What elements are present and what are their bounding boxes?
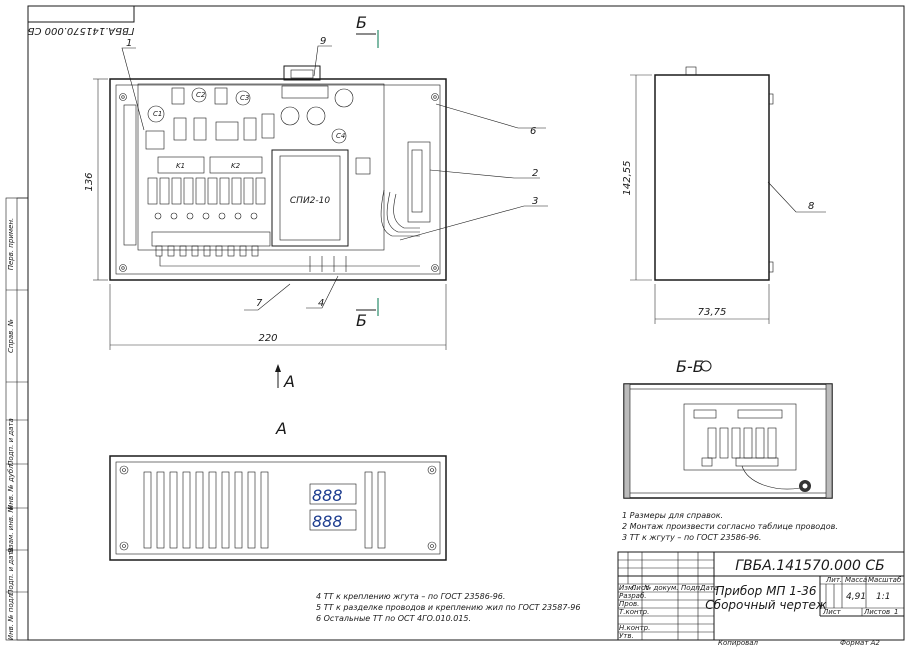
svg-text:888: 888 — [312, 512, 343, 531]
svg-text:1: 1 — [126, 38, 132, 49]
rotated-designation: ГВБА.141570.000 СБ — [27, 25, 134, 36]
notes-bottom: 4 ТТ к креплению жгута – по ГОСТ 23586-9… — [316, 592, 580, 623]
svg-text:6 Остальные ТТ по ОСТ 4ГО.010.: 6 Остальные ТТ по ОСТ 4ГО.010.015. — [316, 614, 471, 623]
main-view: C1 C2 C3 C4 K1 K2 — [84, 13, 548, 391]
svg-text:Б: Б — [356, 311, 367, 330]
svg-text:Б: Б — [356, 13, 367, 32]
svg-text:1:1: 1:1 — [876, 592, 890, 602]
svg-text:73,75: 73,75 — [698, 307, 727, 318]
svg-text:220: 220 — [258, 333, 277, 344]
svg-text:№ докум.: № докум. — [643, 584, 679, 592]
sheet-frame — [27, 5, 905, 641]
title-block: ГВБА.141570.000 СБ Прибор МП 1-36 Сбороч… — [617, 551, 905, 641]
svg-text:1: 1 — [894, 608, 898, 616]
svg-text:Инв. № дубл.: Инв. № дубл. — [7, 462, 15, 510]
svg-text:Т.контр.: Т.контр. — [619, 608, 649, 616]
svg-text:Формат А2: Формат А2 — [840, 639, 880, 647]
svg-text:9: 9 — [320, 36, 326, 47]
svg-text:Листов: Листов — [863, 608, 890, 616]
designation-box — [27, 5, 135, 23]
svg-text:А: А — [283, 372, 295, 391]
svg-text:Лит.: Лит. — [825, 576, 842, 584]
svg-text:Инв. № подл.: Инв. № подл. — [7, 592, 15, 640]
svg-text:Подп. и дата: Подп. и дата — [7, 418, 15, 466]
svg-text:4,91: 4,91 — [846, 592, 866, 602]
section-bb: Б-Б — [623, 357, 833, 499]
svg-text:Изм.: Изм. — [619, 584, 635, 592]
svg-text:Лист: Лист — [822, 608, 842, 616]
svg-text:C4: C4 — [336, 132, 345, 140]
notes-right: 1 Размеры для справок. 2 Монтаж произвес… — [622, 511, 838, 542]
svg-text:K2: K2 — [231, 162, 241, 170]
svg-text:Перв. примен.: Перв. примен. — [7, 218, 15, 271]
svg-text:1 Размеры для справок.: 1 Размеры для справок. — [622, 511, 723, 520]
side-view: 142,55 73,75 8 — [622, 66, 826, 324]
svg-text:4: 4 — [318, 298, 324, 309]
svg-text:Подп. и дата: Подп. и дата — [7, 547, 15, 595]
svg-text:Н.контр.: Н.контр. — [619, 624, 650, 632]
svg-text:Утв.: Утв. — [619, 632, 634, 640]
svg-text:3: 3 — [532, 196, 538, 207]
svg-text:C1: C1 — [153, 110, 162, 118]
svg-text:7: 7 — [256, 298, 263, 309]
svg-text:А: А — [275, 419, 287, 438]
svg-text:8: 8 — [808, 201, 814, 212]
svg-text:Масштаб: Масштаб — [868, 576, 902, 584]
svg-text:Разраб.: Разраб. — [619, 592, 647, 600]
svg-text:5 ТТ к разделке проводов и кре: 5 ТТ к разделке проводов и креплению жил… — [316, 603, 580, 612]
svg-text:2 Монтаж произвести согласно т: 2 Монтаж произвести согласно таблице про… — [622, 522, 838, 531]
svg-text:Прибор МП 1-36: Прибор МП 1-36 — [715, 584, 816, 598]
svg-text:Масса: Масса — [845, 576, 867, 584]
svg-text:Копировал: Копировал — [718, 639, 759, 647]
svg-text:888: 888 — [312, 486, 343, 505]
svg-text:Б-Б: Б-Б — [676, 357, 704, 376]
svg-text:136: 136 — [84, 172, 95, 191]
svg-text:Лист: Лист — [630, 584, 650, 592]
svg-text:K1: K1 — [176, 162, 185, 170]
svg-text:Сборочный чертеж: Сборочный чертеж — [705, 598, 827, 612]
svg-text:ГВБА.141570.000 СБ: ГВБА.141570.000 СБ — [735, 558, 884, 574]
svg-text:3 ТТ к жгуту – по ГОСТ 23586-9: 3 ТТ к жгуту – по ГОСТ 23586-96. — [622, 533, 761, 542]
svg-text:6: 6 — [530, 126, 536, 137]
view-a: А 888 888 — [109, 419, 447, 561]
svg-text:Справ. №: Справ. № — [7, 319, 15, 353]
svg-text:Подп.: Подп. — [681, 584, 702, 592]
svg-text:СПИ2-10: СПИ2-10 — [290, 196, 330, 206]
svg-text:142,55: 142,55 — [622, 161, 633, 196]
svg-text:C3: C3 — [240, 94, 249, 102]
svg-text:Пров.: Пров. — [619, 600, 639, 608]
svg-text:C2: C2 — [196, 91, 206, 99]
svg-text:Дата: Дата — [699, 584, 718, 592]
side-stamp: Перв. примен. Справ. № Подп. и дата Инв.… — [5, 197, 29, 641]
svg-text:2: 2 — [532, 168, 538, 179]
svg-text:4 ТТ к креплению жгута – по ГО: 4 ТТ к креплению жгута – по ГОСТ 23586-9… — [316, 592, 505, 601]
svg-text:Взам. инв. №: Взам. инв. № — [7, 505, 15, 553]
